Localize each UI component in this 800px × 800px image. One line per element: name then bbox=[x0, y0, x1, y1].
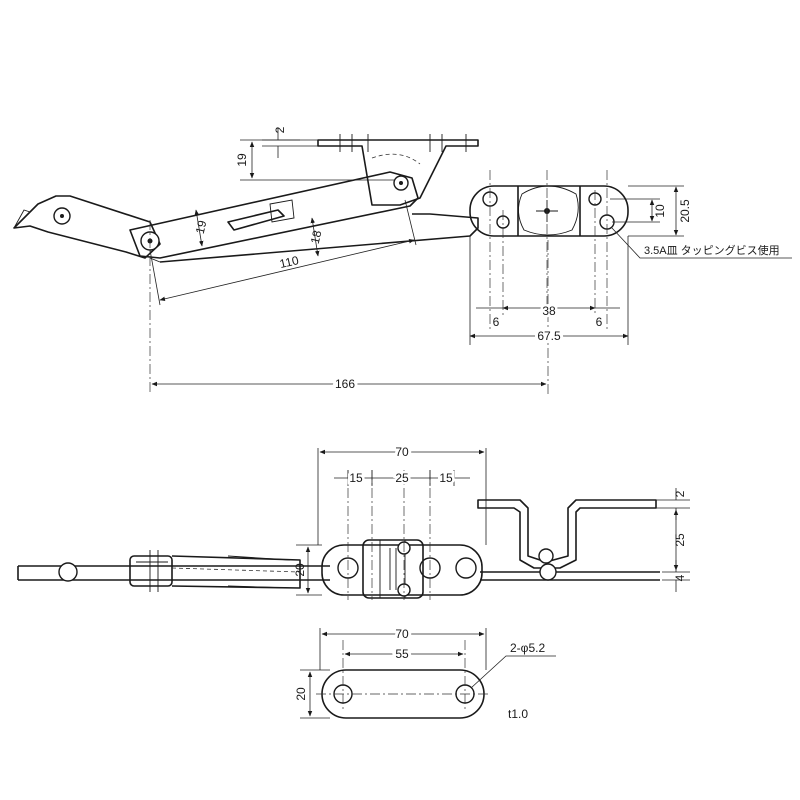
plate-dim-label-70: 70 bbox=[395, 627, 409, 641]
side-dim-70: 70 bbox=[317, 442, 487, 545]
side-view: 70 15 25 15 20 2 25 4 bbox=[17, 442, 690, 600]
dim-166: 166 bbox=[151, 374, 547, 394]
plate-thickness-text: t1.0 bbox=[508, 707, 528, 721]
plate-dim-70: 70 bbox=[319, 624, 487, 670]
plate-dim-label-55: 55 bbox=[395, 647, 409, 661]
dim-label-19-slot: 19 bbox=[193, 219, 210, 235]
plate-hole-note: 2-φ5.2 bbox=[470, 641, 556, 689]
dim-label-2: 2 bbox=[273, 126, 287, 133]
dim-label-67-5: 67.5 bbox=[537, 329, 561, 343]
left-arm bbox=[13, 195, 161, 259]
dim-label-110: 110 bbox=[278, 253, 300, 271]
dim-label-38: 38 bbox=[542, 304, 556, 318]
screw-note: 3.5A皿 タッピングビス使用 bbox=[611, 227, 792, 259]
dim-label-6-left: 6 bbox=[493, 315, 500, 329]
dim-label-6-right: 6 bbox=[596, 315, 603, 329]
side-dim-label-2: 2 bbox=[673, 490, 687, 497]
dim-2-top: 2 bbox=[262, 126, 318, 158]
dim-10-20-5: 10 20.5 bbox=[610, 185, 692, 237]
side-dim-label-25-right: 25 bbox=[673, 533, 687, 547]
side-dim-15-25-15: 15 25 15 bbox=[334, 469, 470, 488]
right-bracket bbox=[469, 185, 629, 237]
plate-dim-20: 20 bbox=[294, 669, 330, 719]
side-dim-label-20: 20 bbox=[293, 563, 307, 577]
side-dim-label-25: 25 bbox=[395, 471, 409, 485]
plate-dim-label-20: 20 bbox=[294, 687, 308, 701]
side-dim-label-15-left: 15 bbox=[349, 471, 363, 485]
long-link bbox=[129, 171, 419, 259]
top-view: 2 19 19 18 110 166 bbox=[13, 126, 792, 395]
plate-dim-55: 55 bbox=[344, 644, 464, 664]
side-bracket bbox=[321, 539, 483, 599]
dim-label-166: 166 bbox=[335, 377, 355, 391]
upper-bracket bbox=[317, 134, 479, 206]
side-upper-bracket bbox=[477, 499, 660, 581]
side-dim-label-70: 70 bbox=[395, 445, 409, 459]
side-dim-label-15-right: 15 bbox=[439, 471, 453, 485]
dim-bottom-right: 38 6 6 67.5 bbox=[469, 236, 629, 346]
plate-view: 70 55 20 2-φ5.2 t1.0 bbox=[294, 624, 556, 721]
dim-label-20-5: 20.5 bbox=[678, 199, 692, 223]
side-dim-right: 2 25 4 bbox=[600, 488, 690, 592]
side-dim-label-4: 4 bbox=[673, 574, 687, 581]
screw-note-text: 3.5A皿 タッピングビス使用 bbox=[644, 243, 780, 257]
plate-hole-note-text: 2-φ5.2 bbox=[510, 641, 545, 655]
dim-110: 110 bbox=[149, 199, 417, 306]
side-dim-20: 20 bbox=[293, 544, 322, 596]
dim-label-18: 18 bbox=[308, 229, 325, 245]
dim-label-10: 10 bbox=[653, 204, 667, 218]
dim-label-19-top: 19 bbox=[235, 153, 249, 167]
dim-19-top: 19 bbox=[235, 139, 395, 181]
side-links bbox=[129, 550, 301, 592]
